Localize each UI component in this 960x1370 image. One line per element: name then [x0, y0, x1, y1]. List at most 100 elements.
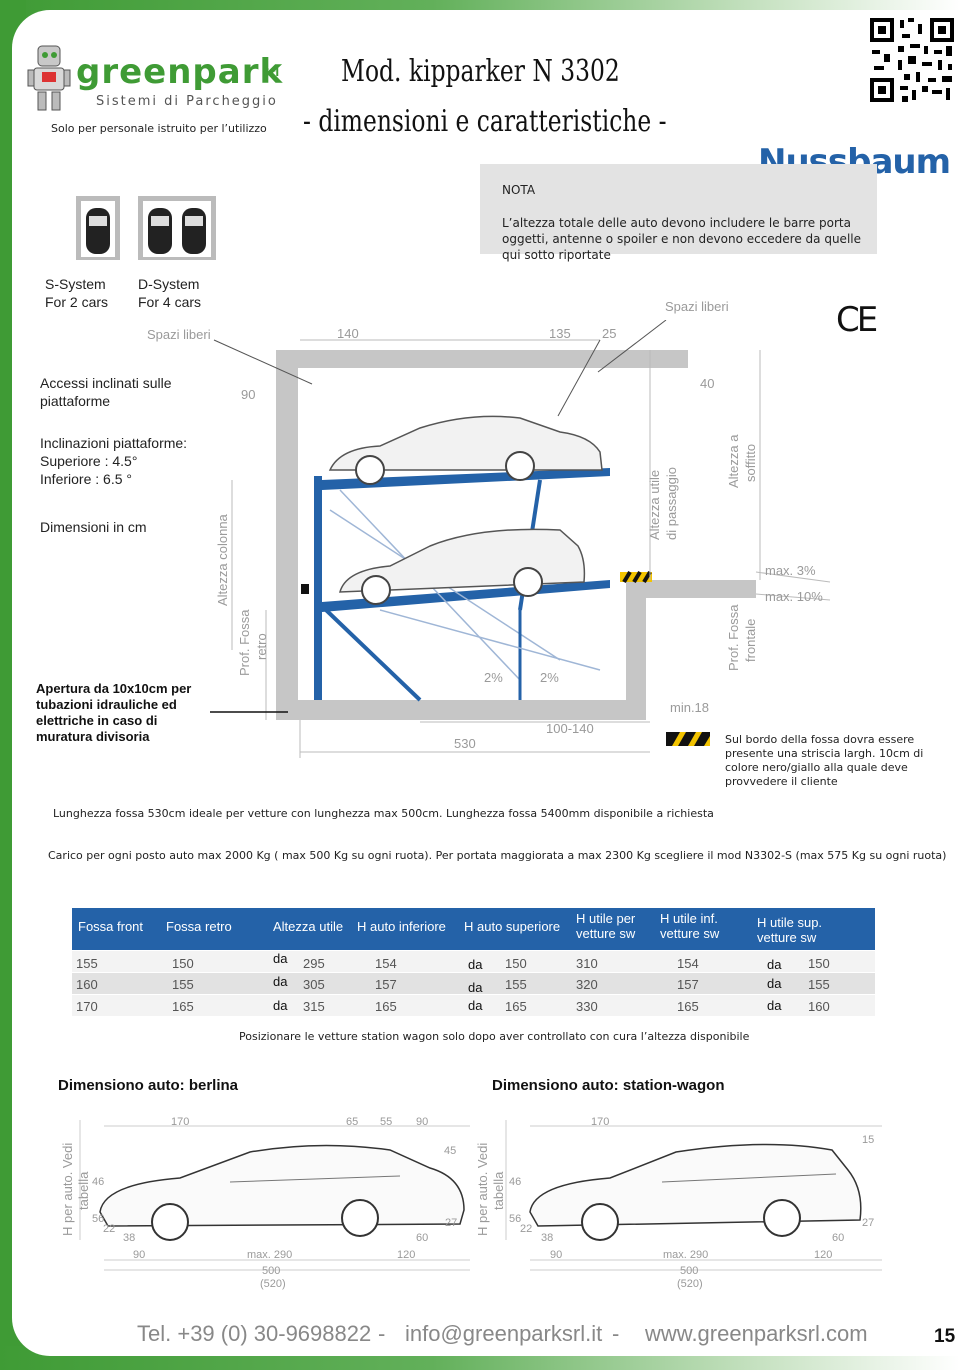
d-system-name: D-System [138, 276, 200, 292]
dim-100-140: 100-140 [546, 721, 594, 736]
slope-2b: 2% [540, 670, 559, 685]
table-cell: 160 [808, 999, 830, 1014]
table-cell: 157 [375, 977, 397, 992]
ce-mark: CE [836, 300, 878, 340]
altezza-utile-2: di passaggio [664, 467, 679, 540]
prof-fossa-retro-1: Prof. Fossa [237, 609, 252, 676]
d-system-cars: For 4 cars [138, 294, 202, 310]
table-cell: 150 [172, 956, 194, 971]
table-cell: 295 [303, 956, 325, 971]
table-cell: da [273, 974, 288, 989]
logo-text: greenpark [76, 52, 284, 92]
table-cell: 330 [576, 999, 598, 1014]
carico-note: Carico per ogni posto auto max 2000 Kg (… [48, 849, 947, 862]
berlina-drawing [79, 1120, 470, 1271]
th-fossa-retro: Fossa retro [166, 919, 232, 934]
berlina-h-label-1: H per auto. Vedi [60, 1142, 75, 1236]
footer-sep-1: - [378, 1321, 386, 1346]
altezza-soffitto-2: soffitto [743, 443, 758, 482]
spazi-liberi-left: Spazi liberi [147, 327, 211, 342]
table-cell: 165 [677, 999, 699, 1014]
th-h-utile-sup-sw: H utile sup. vetture sw [757, 915, 823, 945]
inclinazioni-title: Inclinazioni piattaforme: [40, 435, 188, 451]
berlina-dim: max. 290 [247, 1249, 293, 1261]
th-h-utile-inf-sw: H utile inf. vetture sw [660, 911, 720, 941]
spazi-liberi-right: Spazi liberi [665, 299, 729, 314]
page-number: 15 [934, 1326, 956, 1347]
berlina-dim: 90 [133, 1249, 146, 1261]
table-cell: 315 [303, 999, 325, 1014]
berlina-dim: 65 [346, 1116, 359, 1128]
table-cell: 155 [172, 977, 194, 992]
staff-note: Solo per personale istruito per l’utiliz… [51, 122, 267, 135]
dimensioni-label: Dimensioni in cm [40, 519, 147, 535]
table-cell: 157 [677, 977, 699, 992]
table-cell: da [767, 998, 782, 1013]
max-3: max. 3% [765, 563, 816, 578]
sw-dim: (520) [677, 1278, 703, 1290]
apertura-label: Apertura da 10x10cm per tubazioni idraul… [36, 681, 192, 744]
slope-2a: 2% [484, 670, 503, 685]
footer-sep-2: - [612, 1321, 620, 1346]
inclinazioni-inf: Inferiore : 6.5 ° [40, 471, 132, 487]
table-cell: da [468, 998, 483, 1013]
sw-dim: 38 [541, 1232, 554, 1244]
table-cell: 154 [677, 956, 699, 971]
footer-email[interactable]: info@greenparksrl.it [405, 1321, 603, 1346]
dim-530: 530 [454, 736, 476, 751]
th-altezza-utile: Altezza utile [273, 919, 344, 934]
sw-h-label-2: tabella [491, 1171, 506, 1210]
accessi-label: Accessi inclinati sulle piattaforme [40, 375, 172, 409]
page-subtitle: - dimensioni e caratteristiche - [303, 104, 667, 139]
table-cell: 165 [505, 999, 527, 1014]
footer-website[interactable]: www.greenparksrl.com [645, 1321, 868, 1346]
dim-25: 25 [602, 326, 617, 341]
table-cell: 310 [576, 956, 598, 971]
table-row [72, 995, 875, 1016]
table-cell: da [273, 951, 288, 966]
berlina-dim: 56 [92, 1213, 105, 1225]
dim-min18: min.18 [670, 700, 710, 715]
nota-text: L’altezza totale delle auto devono inclu… [502, 216, 861, 262]
prof-fossa-retro-2: retro [254, 633, 269, 660]
berlina-dim: (520) [260, 1278, 286, 1290]
stripe-swatch [666, 732, 710, 746]
table-cell: da [273, 998, 288, 1013]
berlina-dim: 45 [444, 1145, 457, 1157]
sw-dim: max. 290 [663, 1249, 709, 1261]
s-system-icon [76, 196, 120, 260]
altezza-soffitto-1: Altezza a [726, 434, 741, 488]
nota-heading: NOTA [502, 183, 536, 197]
table-header [72, 908, 875, 950]
table-row [72, 951, 875, 972]
s-system-name: S-System [45, 276, 106, 292]
sw-h-label-1: H per auto. Vedi [475, 1142, 490, 1236]
dim-90: 90 [241, 387, 256, 402]
table-cell: 150 [808, 956, 830, 971]
berlina-dim: 500 [262, 1265, 281, 1277]
berlina-h-label-2: tabella [76, 1171, 91, 1210]
prof-fossa-front-2: frontale [743, 618, 758, 662]
berlina-dim: 22 [103, 1223, 116, 1235]
sw-dim: 170 [591, 1116, 610, 1128]
th-fossa-front: Fossa front [78, 919, 144, 934]
berlina-dim: 27 [445, 1217, 458, 1229]
berlina-dim: 38 [123, 1232, 136, 1244]
posizionare-note: Posizionare le vetture station wagon sol… [239, 1030, 750, 1043]
stripe-note: Sul bordo della fossa dovra essere prese… [725, 733, 924, 788]
sw-dim: 22 [520, 1223, 533, 1235]
sw-dim: 56 [509, 1213, 522, 1225]
nota-box [480, 164, 877, 254]
s-system-cars: For 2 cars [45, 294, 109, 310]
table-cell: da [767, 976, 782, 991]
altezza-colonna-label: Altezza colonna [215, 514, 230, 606]
table-cell: da [468, 957, 483, 972]
berlina-dim: 60 [416, 1232, 429, 1244]
dim-140: 140 [337, 326, 359, 341]
station-wagon-title: Dimensiono auto: station-wagon [492, 1077, 725, 1094]
prof-fossa-front-1: Prof. Fossa [726, 604, 741, 671]
altezza-utile-1: Altezza utile [647, 469, 662, 540]
table-cell: 160 [76, 977, 98, 992]
station-wagon-drawing [505, 1120, 882, 1271]
table-cell: 155 [76, 956, 98, 971]
